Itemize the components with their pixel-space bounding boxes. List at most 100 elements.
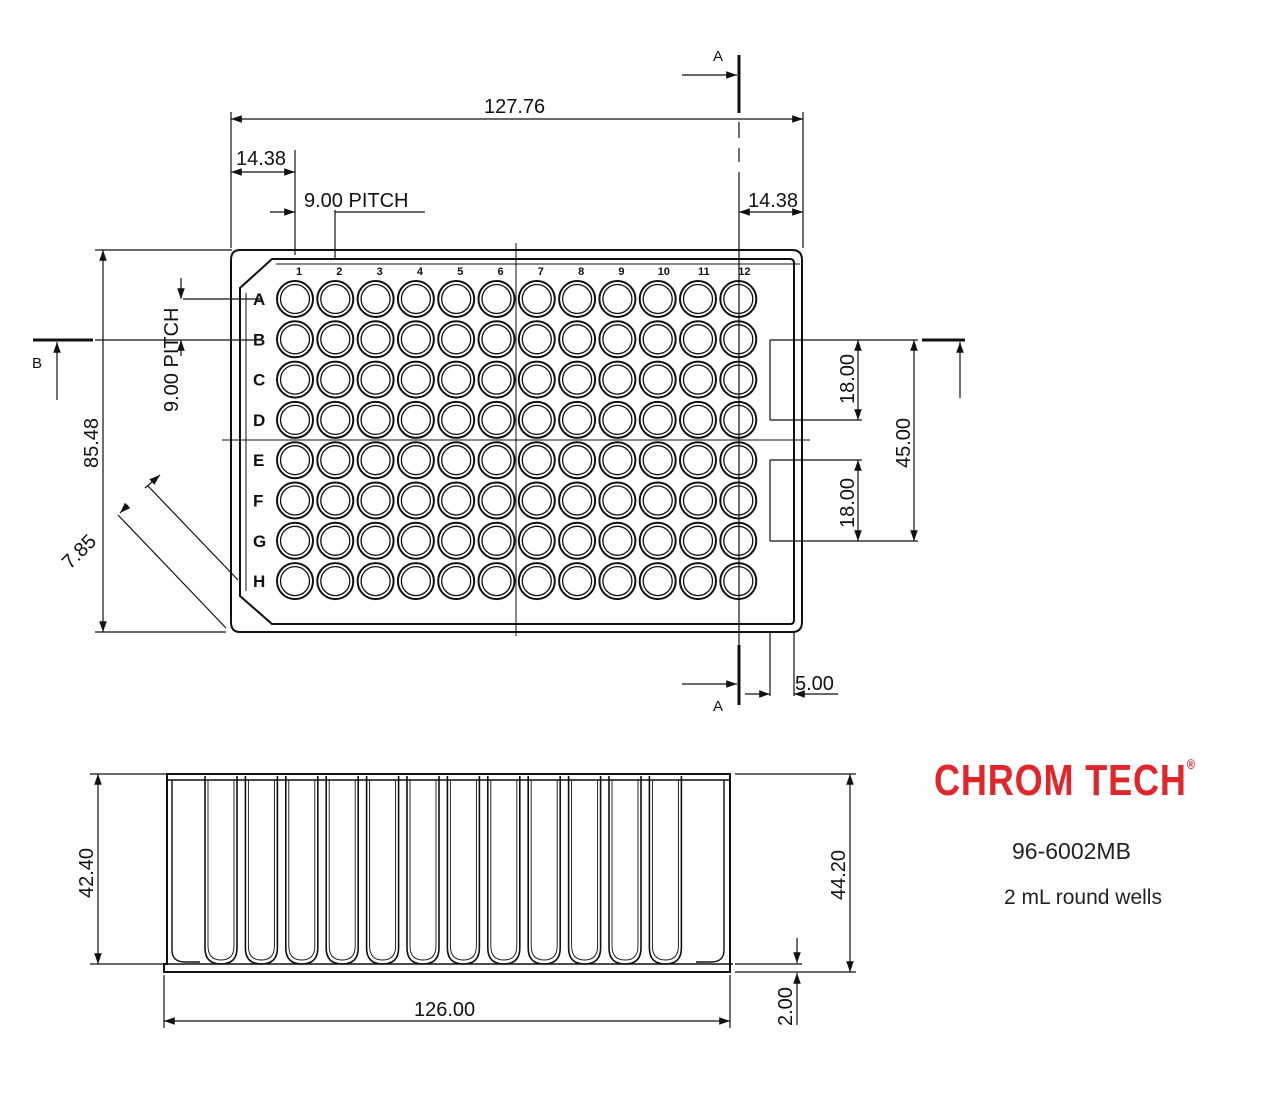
well-D3 bbox=[356, 400, 395, 439]
plate-wall-outline bbox=[245, 263, 800, 591]
well-B5 bbox=[437, 320, 476, 359]
well-E2 bbox=[316, 441, 355, 480]
well-A1 bbox=[276, 280, 314, 318]
side-well-10 bbox=[567, 776, 602, 965]
well-C11 bbox=[679, 360, 717, 399]
overall-width-label: 127.76 bbox=[484, 96, 545, 118]
top-dimensions bbox=[230, 112, 804, 260]
well-B11 bbox=[679, 320, 717, 359]
well-E5 bbox=[437, 441, 476, 480]
side-well-3 bbox=[285, 776, 319, 965]
section-a-top-label: A bbox=[713, 48, 723, 65]
brand-name: CHROM TECH® bbox=[934, 756, 1197, 805]
well-E11 bbox=[679, 441, 717, 480]
well-F4 bbox=[396, 481, 435, 520]
part-number: 96-6002MB bbox=[1012, 838, 1131, 864]
upper-span-label: 18.00 bbox=[837, 354, 859, 404]
inner-height-label: 42.40 bbox=[76, 848, 98, 898]
side-well-cavities bbox=[171, 776, 725, 965]
side-well-inner-3 bbox=[288, 780, 316, 961]
well-F3 bbox=[356, 481, 395, 520]
row-label-H: H bbox=[253, 572, 265, 591]
side-well-inner-5 bbox=[369, 780, 397, 961]
registered-mark: ® bbox=[1186, 756, 1197, 772]
side-dimensions bbox=[90, 773, 856, 1028]
left-dimensions bbox=[95, 249, 262, 633]
well-C12 bbox=[719, 360, 758, 399]
well-C10 bbox=[638, 360, 677, 399]
well-C5 bbox=[437, 360, 476, 399]
well-A4 bbox=[396, 280, 435, 318]
well-G5 bbox=[437, 521, 476, 560]
well-H4 bbox=[396, 562, 435, 601]
plate-inner-rim bbox=[239, 258, 795, 625]
well-A5 bbox=[437, 280, 476, 318]
column-label-4: 4 bbox=[417, 266, 424, 278]
brand-block: CHROM TECH® 96-6002MB 2 mL round wells bbox=[924, 756, 1234, 926]
side-well-11 bbox=[608, 776, 642, 965]
well-D7 bbox=[517, 400, 556, 439]
well-H9 bbox=[598, 562, 637, 601]
well-H1 bbox=[276, 562, 314, 601]
well-F7 bbox=[517, 481, 556, 520]
well-G11 bbox=[679, 521, 717, 560]
well-D8 bbox=[558, 400, 597, 439]
well-G9 bbox=[598, 521, 637, 560]
column-label-7: 7 bbox=[538, 266, 544, 278]
side-well-6 bbox=[406, 776, 440, 965]
plate-outline bbox=[230, 249, 803, 633]
section-a-bottom-label: A bbox=[713, 698, 723, 715]
row-pitch-label: 9.00 PITCH bbox=[161, 308, 183, 412]
side-well-4 bbox=[325, 776, 359, 965]
well-H3 bbox=[356, 562, 395, 601]
well-D9 bbox=[598, 400, 637, 439]
corner-chamfer-label: 7.85 bbox=[58, 530, 101, 573]
well-A9 bbox=[598, 280, 637, 318]
well-E6 bbox=[477, 441, 516, 480]
row-label-D: D bbox=[253, 411, 265, 430]
well-E7 bbox=[517, 441, 556, 480]
side-well-5 bbox=[365, 776, 400, 965]
well-D10 bbox=[638, 400, 677, 439]
side-well-inner-4 bbox=[328, 780, 356, 961]
well-B1 bbox=[276, 320, 314, 359]
well-F6 bbox=[477, 481, 516, 520]
well-B7 bbox=[517, 320, 556, 359]
section-a-markers bbox=[682, 55, 741, 705]
side-well-inner-8 bbox=[490, 780, 518, 961]
well-D6 bbox=[477, 400, 516, 439]
well-E12 bbox=[719, 441, 758, 480]
side-well-inner-7 bbox=[449, 780, 477, 961]
well-B4 bbox=[396, 320, 435, 359]
well-G4 bbox=[396, 521, 435, 560]
well-C6 bbox=[477, 360, 516, 399]
well-C8 bbox=[558, 360, 597, 399]
brand-logo: CHROM TECH® bbox=[924, 756, 1234, 806]
well-E8 bbox=[558, 441, 597, 480]
side-well-inner-1 bbox=[207, 780, 235, 961]
side-well-8 bbox=[487, 776, 521, 965]
well-E3 bbox=[356, 441, 395, 480]
column-label-3: 3 bbox=[377, 266, 383, 278]
well-C1 bbox=[276, 360, 314, 399]
column-label-5: 5 bbox=[457, 266, 463, 278]
well-H7 bbox=[517, 562, 556, 601]
column-label-2: 2 bbox=[336, 266, 342, 278]
side-well-inner-6 bbox=[409, 780, 437, 961]
well-D1 bbox=[276, 400, 314, 439]
side-well-inner-2 bbox=[247, 780, 275, 961]
row-label-G: G bbox=[253, 532, 266, 551]
left-offset-label: 14.38 bbox=[236, 148, 286, 170]
well-G6 bbox=[477, 521, 516, 560]
well-A12 bbox=[719, 280, 758, 318]
right-offset-label: 14.38 bbox=[748, 190, 798, 212]
well-H12 bbox=[719, 562, 758, 601]
total-span-label: 45.00 bbox=[893, 418, 915, 468]
well-B2 bbox=[316, 320, 355, 359]
edge-dimension-label: 5.00 bbox=[795, 673, 834, 695]
well-G2 bbox=[316, 521, 355, 560]
well-F1 bbox=[276, 481, 314, 520]
